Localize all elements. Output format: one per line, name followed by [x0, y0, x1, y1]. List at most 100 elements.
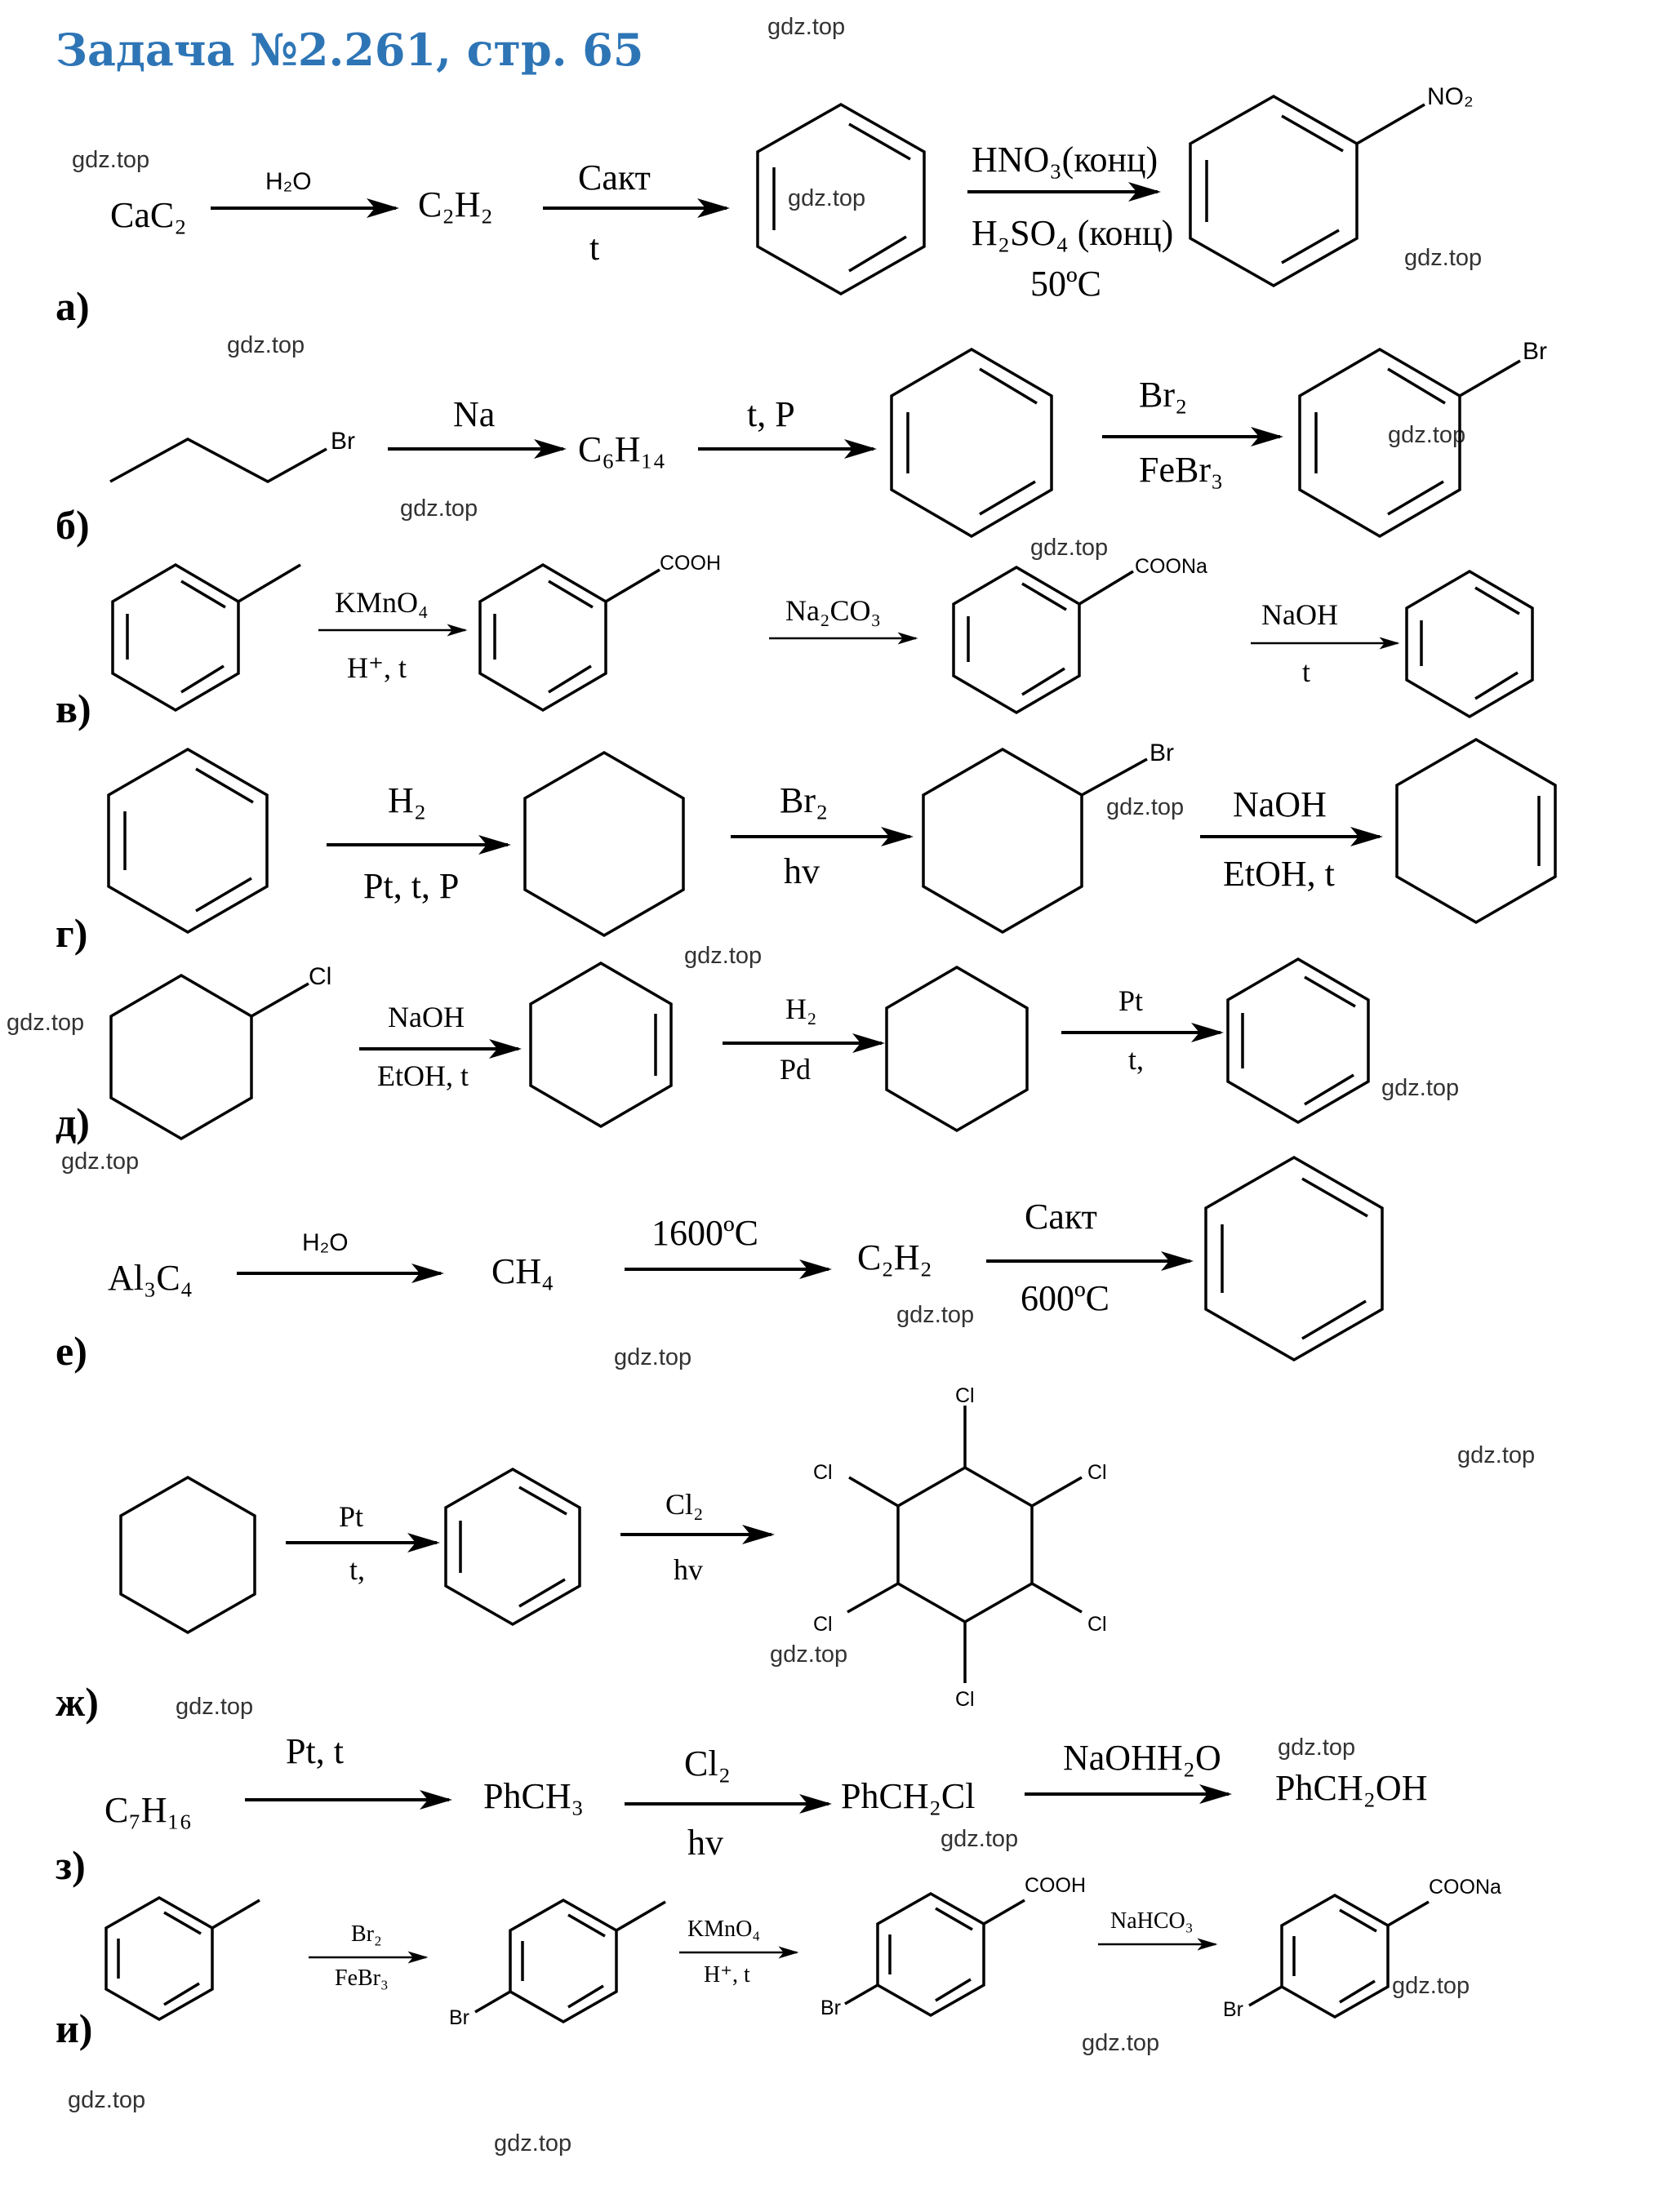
substituent-br: Br	[820, 1997, 841, 2019]
page-title: Задача №2.261, стр. 65	[56, 24, 643, 76]
watermark: gdz.top	[1082, 2030, 1159, 2056]
reaction-row-g: H₂ Pt, t, P Br₂ hv Br NaOH EtOH, t	[107, 737, 1557, 938]
watermark: gdz.top	[1404, 245, 1482, 271]
substituent-cl: Cl	[1087, 1461, 1107, 1484]
watermark: gdz.top	[176, 1694, 253, 1720]
watermark: gdz.top	[7, 1010, 84, 1036]
reagent-naoh: NaOH	[1233, 784, 1327, 824]
reaction-row-zh: Pt t, Cl₂ hv Cl Cl Cl Cl Cl Cl	[119, 1384, 1107, 1711]
formula-phch3: PhCH₃	[483, 1776, 584, 1816]
substituent-cl: Cl	[955, 1688, 975, 1711]
substituent-cl: Cl	[1087, 1613, 1107, 1636]
reagent-hno3: HNO₃(конц)	[972, 140, 1158, 180]
substituent-coona: COONa	[1135, 555, 1207, 578]
toluene-ring	[104, 1895, 260, 2022]
formula-c6h14: C₆H₁₄	[578, 429, 665, 469]
condition-hplus-t: H⁺, t	[704, 1962, 750, 1988]
condition-hv: hv	[687, 1823, 723, 1863]
bromobenzoic-acid-ring	[844, 1891, 1025, 2018]
reagent-br2: Br₂	[780, 780, 828, 820]
condition-50c: 50ºC	[1030, 264, 1101, 304]
substituent-no2: NO₂	[1427, 83, 1474, 110]
condition-t: t	[589, 228, 599, 268]
condition-hv: hv	[674, 1553, 703, 1586]
substituent-cooh: COOH	[660, 552, 721, 575]
catalyst-pt: Pt	[339, 1500, 363, 1533]
watermark: gdz.top	[61, 1148, 139, 1175]
sodium-benzoate-ring	[952, 565, 1134, 715]
substituent-coona: COONa	[1429, 1876, 1501, 1899]
formula-c2h2: C₂H₂	[418, 184, 493, 224]
condition-600c: 600ºC	[1021, 1278, 1109, 1318]
substituent-br: Br	[1523, 338, 1547, 365]
watermark: gdz.top	[227, 332, 305, 358]
substituent-br: Br	[1150, 740, 1174, 766]
reagent-naoh-h2o: NaOHH₂O	[1063, 1738, 1221, 1778]
formula-al3c4: Al₃C₄	[108, 1258, 193, 1298]
hexachlorocyclohexane-ring	[847, 1406, 1083, 1683]
reagent-h2o: H₂O	[302, 1229, 349, 1256]
condition-1600c: 1600ºC	[651, 1213, 758, 1253]
reagent-cakt: Cакт	[1025, 1197, 1097, 1237]
row-labels: а) б) в) г) д) е) ж) з) и)	[56, 283, 99, 2051]
benzoic-acid-ring	[478, 562, 660, 713]
reagent-na2co3: Na₂CO₃	[785, 594, 881, 627]
reagent-br2: Br₂	[351, 1921, 382, 1947]
condition-hv: hv	[784, 851, 820, 891]
watermarks: gdz.top gdz.top gdz.top gdz.top gdz.top …	[7, 14, 1535, 2156]
catalyst-febr3: FeBr₃	[1139, 450, 1223, 490]
cyclohexane-ring	[523, 750, 685, 938]
reagent-cl2: Cl₂	[684, 1743, 731, 1783]
watermark: gdz.top	[788, 185, 865, 211]
catalyst-febr3: FeBr₃	[335, 1965, 389, 1991]
propyl-chain	[109, 438, 327, 483]
reaction-row-v: KMnO₄ H⁺, t COOH Na₂CO₃ COONa NaOH t	[111, 552, 1534, 719]
benzene-ring	[1405, 569, 1534, 719]
benzene-ring	[890, 347, 1053, 539]
watermark: gdz.top	[896, 1302, 974, 1328]
label-zh: ж)	[56, 1679, 99, 1725]
condition-t: t,	[1128, 1043, 1144, 1076]
substituent-cl: Cl	[955, 1384, 975, 1407]
benzene-ring	[107, 747, 269, 935]
watermark: gdz.top	[770, 1641, 847, 1668]
catalyst-pd: Pd	[780, 1053, 811, 1086]
substituent-br: Br	[331, 428, 355, 455]
label-z: з)	[56, 1842, 86, 1888]
cyclohexane-ring	[119, 1475, 256, 1635]
watermark: gdz.top	[1392, 1973, 1470, 1999]
reagent-nahco3: NaHCO₃	[1110, 1908, 1194, 1934]
formula-cac2: CaC₂	[110, 195, 187, 235]
condition-tp: t, P	[747, 394, 795, 434]
cyclohexene-ring	[529, 961, 673, 1129]
watermark: gdz.top	[494, 2130, 571, 2156]
condition-t: t	[1302, 655, 1310, 688]
label-g: г)	[56, 910, 87, 956]
reagent-kmno4: KMnO₄	[335, 586, 429, 619]
bromocyclohexane-ring	[922, 747, 1148, 935]
bromobenzene-ring	[1298, 347, 1521, 539]
reagent-naoh: NaOH	[1261, 598, 1338, 631]
reagent-h2: H₂	[785, 993, 817, 1025]
formula-phch2oh: PhCH₂OH	[1275, 1768, 1427, 1808]
watermark: gdz.top	[940, 1826, 1018, 1852]
watermark: gdz.top	[68, 2087, 145, 2113]
benzene-ring	[756, 102, 926, 296]
benzene-ring	[444, 1467, 581, 1627]
reagent-cl2: Cl₂	[665, 1488, 704, 1521]
formula-ch4: CH₄	[491, 1251, 554, 1291]
label-d: д)	[56, 1099, 90, 1145]
watermark: gdz.top	[400, 495, 478, 522]
reagent-h2so4: H₂SO₄ (конц)	[972, 213, 1173, 253]
watermark: gdz.top	[614, 1344, 691, 1370]
reaction-row-b: Br Na C₆H₁₄ t, P Br₂ FeBr₃ Br	[109, 338, 1547, 539]
formula-c2h2: C₂H₂	[857, 1237, 932, 1277]
nitrobenzene-ring	[1189, 94, 1425, 288]
toluene-ring	[111, 562, 301, 713]
watermark: gdz.top	[1030, 535, 1108, 561]
reagent-br2: Br₂	[1139, 375, 1187, 415]
watermark: gdz.top	[767, 14, 845, 40]
substituent-cooh: COOH	[1025, 1874, 1086, 1897]
catalyst-pt: Pt	[1118, 984, 1143, 1017]
bromotoluene-ring	[474, 1898, 666, 2024]
